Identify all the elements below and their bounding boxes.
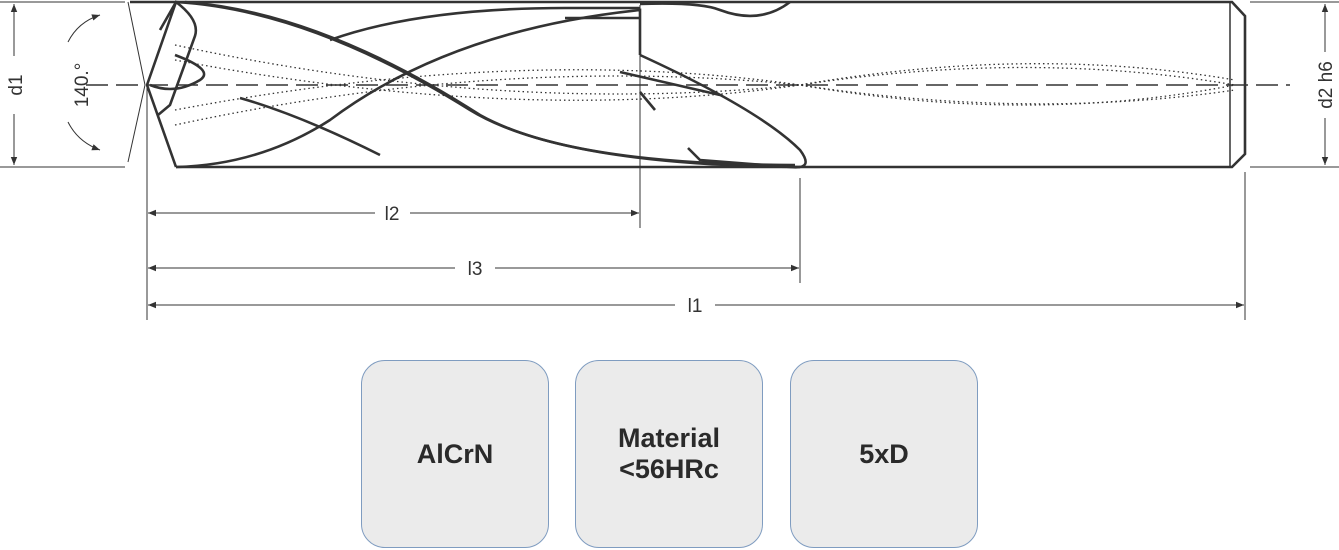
badge-material-line2: <56HRc — [619, 454, 719, 484]
l2-label: l2 — [385, 204, 400, 225]
badge-material-line1: Material — [617, 423, 721, 453]
badge-coating-text: AlCrN — [416, 438, 494, 469]
badge-coating: AlCrN — [361, 360, 549, 548]
l3-label: l3 — [468, 259, 483, 280]
badge-length-ratio-text: 5xD — [859, 438, 909, 469]
l1-label: l1 — [688, 296, 703, 317]
badge-length-ratio: 5xD — [790, 360, 978, 548]
angle-label: 140.° — [72, 63, 93, 108]
drill-technical-drawing: d1 140.° d2 h6 l2 l3 l1 — [0, 0, 1339, 320]
d1-label: d1 — [6, 74, 27, 95]
badge-material: Material <56HRc — [575, 360, 763, 548]
d2-label: d2 h6 — [1316, 61, 1337, 109]
